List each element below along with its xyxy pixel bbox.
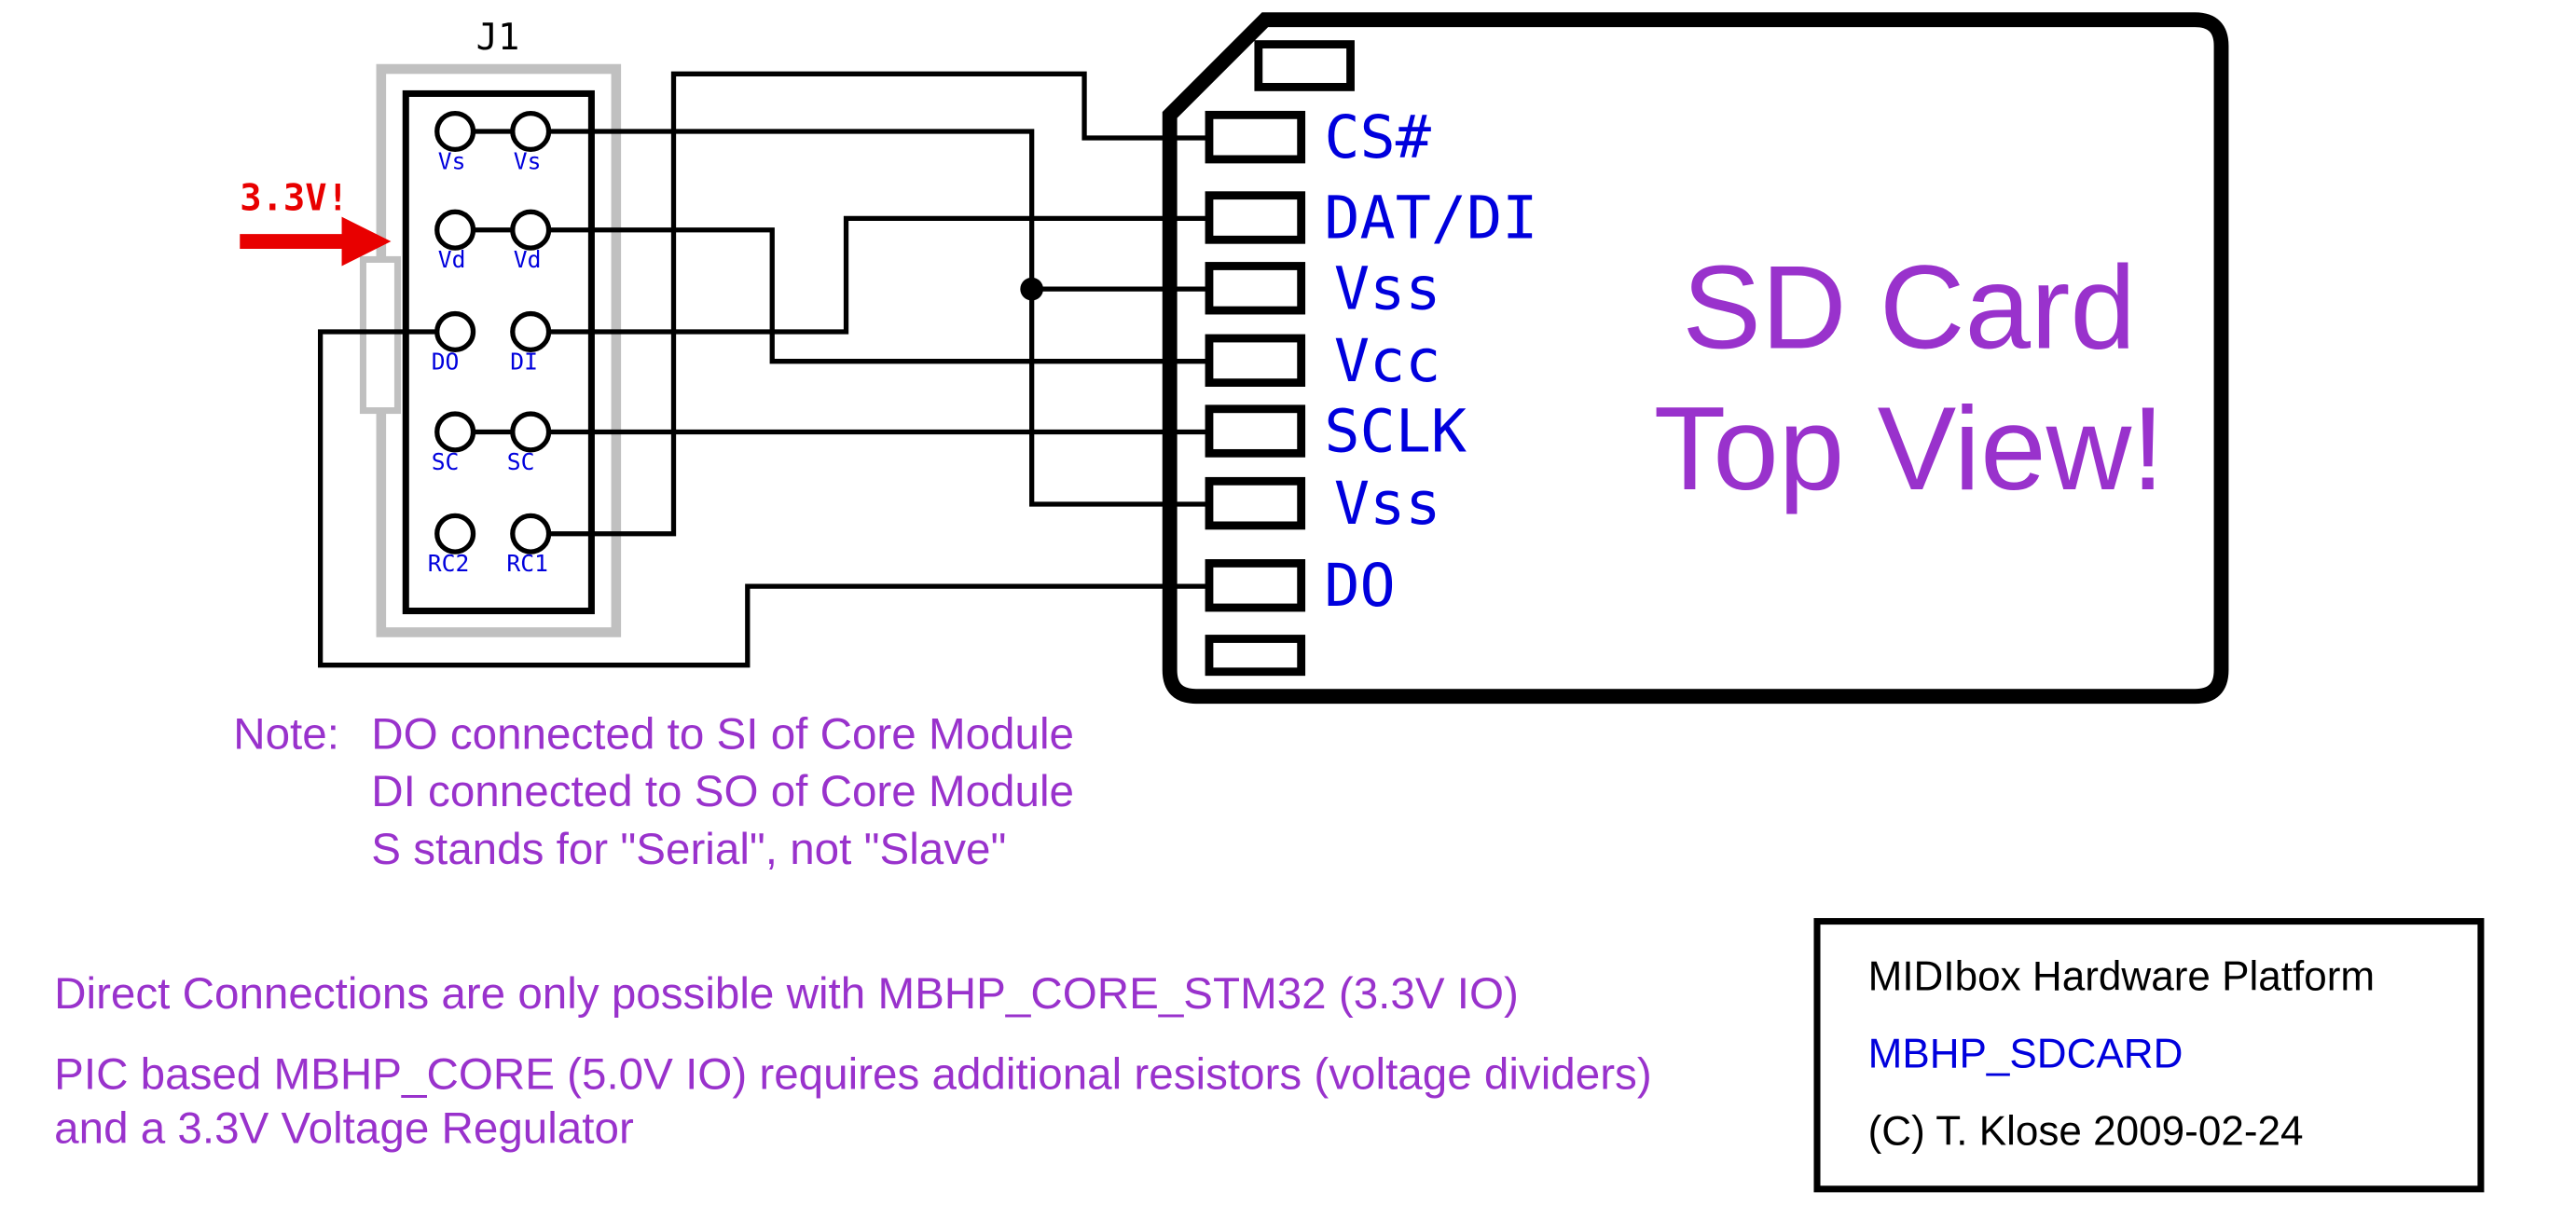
j1-outer-outline (376, 63, 622, 637)
sd-pad-cs (1205, 110, 1306, 164)
pin-label-sc-right: SC (507, 448, 535, 475)
note-line: S stands for "Serial", not "Slave" (233, 821, 1074, 879)
footer-line-2: PIC based MBHP_CORE (5.0V IO) requires a… (54, 1049, 1652, 1099)
pin-circle-rc1 (510, 513, 552, 555)
note-text-3: S stands for "Serial", not "Slave" (371, 824, 1007, 874)
footer-text: Direct Connections are only possible wit… (54, 967, 1652, 1157)
footer-line-1: Direct Connections are only possible wit… (54, 968, 1519, 1019)
pad-label-vcc: Vcc (1334, 326, 1441, 395)
sd-card-title-line2: Top View! (1654, 382, 2165, 514)
footer-line-3: and a 3.3V Voltage Regulator (54, 1103, 634, 1154)
sd-card-title-line1: SD Card (1682, 241, 2135, 374)
pad-label-vss2: Vss (1334, 469, 1441, 538)
j1-pins (434, 110, 552, 555)
sd-pad-unlabeled-top (1254, 40, 1355, 91)
title-block: MIDIbox Hardware Platform MBHP_SDCARD (C… (1813, 918, 2485, 1193)
sd-pads (1205, 40, 1355, 677)
pin-label-vd-left: Vd (438, 246, 466, 273)
voltage-warning-label: 3.3V! (240, 178, 349, 220)
pin-label-rc2: RC2 (428, 550, 470, 577)
pin-label-vs-right: Vs (514, 148, 542, 175)
sd-pad-sclk (1205, 404, 1306, 458)
pin-label-sc-left: SC (432, 448, 460, 475)
pin-circle-sc-left (434, 411, 476, 453)
note-label: Note: (233, 709, 339, 760)
wire-vd-to-vcc (455, 227, 1209, 364)
pin-label-do: DO (432, 348, 460, 375)
sd-card-outline (1162, 12, 2229, 705)
wires (317, 71, 1209, 668)
pin-circle-sc-right (510, 411, 552, 453)
pin-label-vs-left: Vs (438, 148, 466, 175)
sd-pad-datdi (1205, 191, 1306, 244)
wire-di-to-datdi (530, 215, 1209, 335)
title-block-platform: MIDIbox Hardware Platform (1867, 953, 2376, 1001)
note-line: Note: DO connected to SI of Core Module (233, 706, 1074, 764)
pin-label-rc1: RC1 (506, 550, 548, 577)
pin-circle-vs-left (434, 110, 476, 153)
sd-pad-do (1205, 559, 1306, 612)
note-line: DI connected to SO of Core Module (233, 763, 1074, 821)
note-text-2: DI connected to SO of Core Module (371, 766, 1075, 816)
sd-pad-unlabeled-bottom (1205, 635, 1306, 677)
pin-circle-vs-right (510, 110, 552, 153)
sd-pad-vss2 (1205, 476, 1306, 530)
pin-circle-vd-left (434, 209, 476, 251)
j1-key-notch (359, 255, 401, 415)
wire-rc1-to-cs (530, 71, 1209, 537)
wire-junction-dot (1020, 277, 1043, 301)
sd-pad-vcc (1205, 334, 1306, 387)
pad-label-do: DO (1324, 551, 1395, 620)
pad-label-vss1: Vss (1334, 253, 1441, 322)
j1-inner-outline (402, 89, 595, 615)
pin-label-vd-right: Vd (514, 246, 542, 273)
pin-label-di: DI (510, 348, 538, 375)
pin-circle-rc2 (434, 513, 476, 555)
pin-circle-do (434, 310, 476, 352)
pad-label-cs: CS# (1324, 103, 1431, 171)
pad-label-sclk: SCLK (1324, 397, 1467, 466)
wire-vs-to-vss2 (455, 129, 1209, 507)
pad-label-datdi: DAT/DI (1324, 184, 1537, 253)
title-block-module-name: MBHP_SDCARD (1867, 1031, 2183, 1078)
j1-connector-label: J1 (476, 17, 520, 59)
pin-circle-vd-right (510, 209, 552, 251)
wire-do-to-do (317, 329, 1209, 668)
title-block-copyright: (C) T. Klose 2009-02-24 (1867, 1108, 2304, 1155)
voltage-arrow-head-icon (341, 216, 392, 267)
note-block: Note: DO connected to SI of Core Module D… (233, 706, 1074, 879)
pin-circle-di (510, 310, 552, 352)
note-text-1: DO connected to SI of Core Module (371, 709, 1075, 760)
sd-pad-vss1 (1205, 262, 1306, 315)
